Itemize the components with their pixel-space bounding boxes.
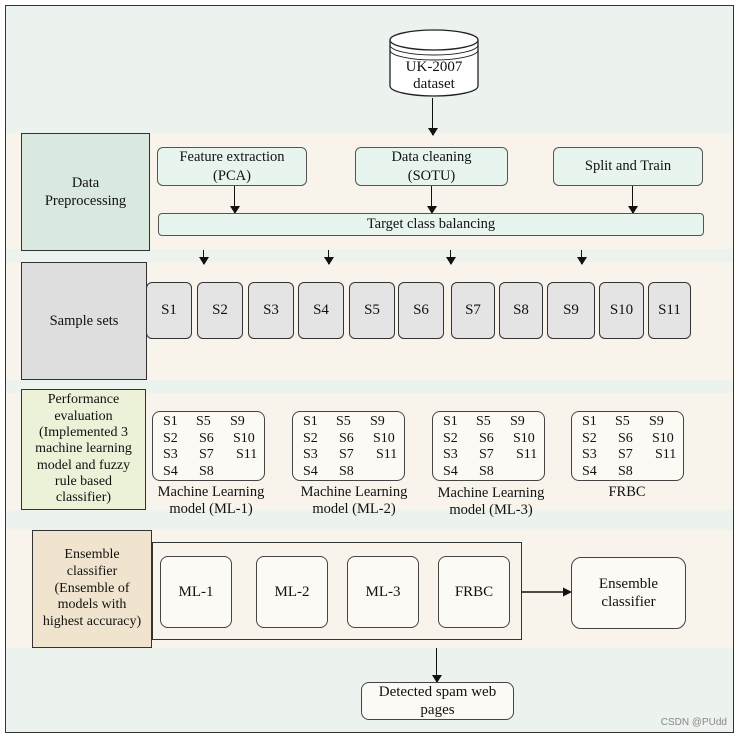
- model-label-frbc: FRBC: [608, 484, 646, 500]
- sample-s3: S3: [248, 282, 294, 339]
- sample-s5: S5: [349, 282, 395, 339]
- data-cleaning-box: Data cleaning(SOTU): [355, 147, 508, 186]
- sample-s10: S10: [599, 282, 644, 339]
- output-arrow: [431, 648, 442, 683]
- sample-s11: S11: [648, 282, 691, 339]
- feature-arrow: [229, 186, 240, 214]
- sample-arrow-3: [445, 250, 456, 265]
- ensemble-arrow: [522, 587, 572, 597]
- sample-sets-box: Sample sets: [21, 262, 147, 380]
- model-group-frame: [152, 542, 522, 640]
- sample-s4: S4: [298, 282, 344, 339]
- feature-extraction-box: Feature extraction(PCA): [157, 147, 307, 186]
- sample-s1: S1: [146, 282, 192, 339]
- sample-arrow-1: [198, 250, 209, 265]
- database-icon: [389, 29, 479, 97]
- model-box-frbc: FRBC: [438, 556, 510, 628]
- sample-s8: S8: [499, 282, 543, 339]
- split-arrow: [627, 186, 638, 214]
- cleaning-arrow: [426, 186, 437, 214]
- sample-s6: S6: [398, 282, 444, 339]
- dataset-arrow: [427, 98, 438, 136]
- model-box-ml2: ML-2: [256, 556, 328, 628]
- sample-s7: S7: [451, 282, 495, 339]
- split-train-box: Split and Train: [553, 147, 703, 186]
- sample-s2: S2: [197, 282, 243, 339]
- target-class-balancing-box: Target class balancing: [158, 213, 704, 236]
- sample-arrow-4: [576, 250, 587, 265]
- sample-arrow-2: [323, 250, 334, 265]
- watermark: CSDN @PUdd: [660, 717, 727, 728]
- model-box-ml3: ML-3: [347, 556, 419, 628]
- model-box-ml1: ML-1: [160, 556, 232, 628]
- sample-s9: S9: [547, 282, 595, 339]
